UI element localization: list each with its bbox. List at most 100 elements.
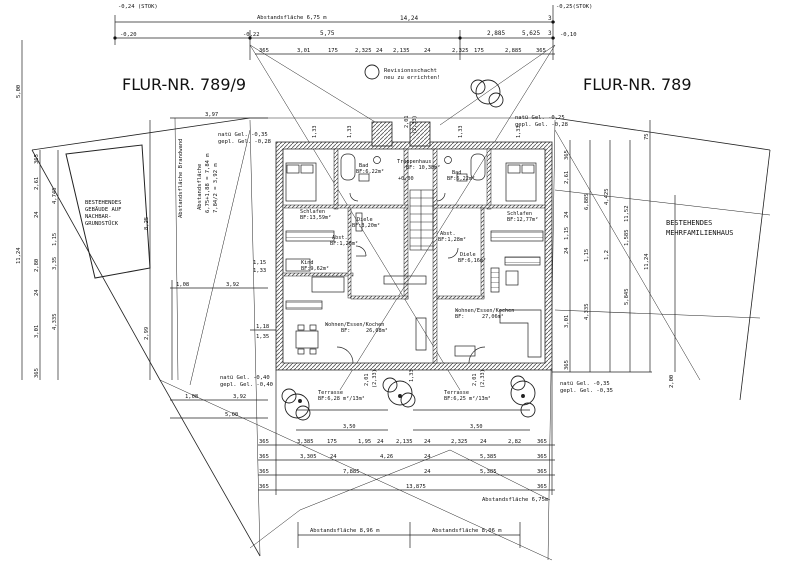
brow3-2: 365 (537, 484, 547, 490)
left-b-2: 3,35 (52, 257, 58, 270)
room-abst-right: Abst. (440, 231, 456, 237)
dim-top-row-2: 2,885 (487, 30, 505, 37)
nat-left-top-1: natü Gel. -0,35 (218, 132, 268, 138)
dim-bottom-500: 5,00 (225, 412, 238, 418)
right-c-4: 1,2 (604, 250, 610, 260)
right-top-75: 75 (644, 133, 650, 140)
room-wohnen-left: Wohnen/Essen/Kochen (325, 322, 384, 328)
right-c-1: 11,24 (644, 253, 650, 270)
room-wohnen-left-bf: BF: (341, 328, 350, 334)
neighbor-building-right: BESTEHENDES MEHRFAMILIENHAUS (666, 219, 733, 237)
dim-left-135: 1,33 (253, 268, 266, 274)
brow1-4: 24 (424, 454, 431, 460)
brow0-7: 2,325 (451, 439, 468, 445)
right-c-2: 2,00 (669, 375, 675, 388)
abstand-bottom-b: Abstandsfläche 8,06 m (432, 528, 502, 534)
room-bad-left: Bad (359, 163, 368, 169)
terrace-dims: 2,01 (2,33) 1,33 2,01 (2,33) 3,50 3,50 (343, 369, 486, 430)
room-terrasse-right: Terrasse (444, 390, 469, 396)
room-wohnen-right-area: 27,06m² (482, 314, 504, 320)
dim-left-108: 1,08 (176, 282, 189, 288)
left-a-4: 24 (34, 289, 40, 296)
room-diele-top-area: BF:3,20m² (352, 223, 380, 229)
calc-line3: 7,84/2 = 3,92 m (213, 163, 219, 213)
brow2-4: 365 (537, 469, 547, 475)
dim-top-row-3: 5,625 (522, 30, 540, 37)
brow0-9: 2,82 (508, 439, 521, 445)
right-a-3: 1,15 (564, 227, 570, 240)
room-bad-left-area: BF:6,22m² (356, 169, 384, 175)
room-schlafen-right: Schlafen (507, 211, 532, 217)
level-top-left: -0,24 (STOK) (118, 4, 158, 10)
top-detail-chain: 365 3,01 175 2,325 24 2,135 24 2,325 175… (259, 48, 546, 54)
level-left-corner: -0,20 (120, 32, 137, 38)
room-diele-right-area: BF:6,16m² (458, 258, 486, 264)
calc-line1: Abstandsfläche (197, 164, 203, 210)
terr-vert-3: 2,01 (472, 374, 478, 387)
abstand-brandwand: Abstandsfläche Brandwand (178, 139, 184, 218)
dim-bottom-108: 1,08 (185, 394, 198, 400)
nat-right-bottom-2: gepl. Gel. -0,35 (560, 388, 613, 394)
left-a-5: 3,01 (34, 325, 40, 338)
left-a-3: 2,80 (34, 259, 40, 272)
property-lines (31, 44, 771, 561)
room-abst-left: Abst. (332, 235, 348, 241)
right-b-3: 4,425 (604, 188, 610, 205)
top-detail-0: 365 (259, 48, 269, 54)
brow0-5: 2,135 (396, 439, 413, 445)
room-abst-right-area: BF:1,28m² (438, 237, 466, 243)
bottom-setback-lines (297, 522, 521, 548)
room-schlafen-left-area: BF:13,59m² (300, 215, 331, 221)
nat-right-top-1: natü Gel. -0,25 (515, 115, 565, 121)
right-b-2: 4,335 (584, 303, 590, 320)
bottom-dimension-lines (258, 370, 555, 495)
dim-left-115: 1,15 (253, 260, 266, 266)
dim-left-387: 3,97 (205, 112, 218, 118)
room-wohnen-right: Wohnen/Essen/Kochen (455, 308, 514, 314)
stair-dims-top: 1,33 2,01 (2,33) 1,33 1,33 1,33 (312, 115, 522, 138)
top-detail-4: 24 (376, 48, 383, 54)
brow2-0: 365 (259, 469, 269, 475)
nat-left-bottom-2: gepl. Gel. -0,40 (220, 382, 273, 388)
level-center: +0,00 (398, 176, 414, 182)
room-kind-area: BF:9,62m² (301, 266, 329, 272)
top-vert-5: 1,33 (516, 126, 522, 139)
room-wohnen-right-bf: BF: (455, 314, 464, 320)
dim-left-1335: 1,35 (256, 334, 269, 340)
room-abst-left-area: BF:1,28m² (330, 241, 358, 247)
brow0-10: 365 (537, 439, 547, 445)
room-diele-right: Diele (460, 252, 476, 258)
brow1-2: 24 (330, 454, 337, 460)
top-detail-10: 365 (536, 48, 546, 54)
brow3-1: 13,875 (406, 484, 426, 490)
top-vert-1: 2,01 (404, 116, 410, 129)
brow1-1: 3,305 (300, 454, 317, 460)
dim-top-three: 3 (548, 15, 552, 22)
top-detail-8: 175 (474, 48, 484, 54)
revision-line1: Revisionsschacht (384, 68, 437, 74)
top-detail-7: 2,325 (452, 48, 469, 54)
left-b-3: 4,335 (52, 313, 58, 330)
top-vert-2: (2,33) (412, 115, 418, 134)
dim-top-row-1: 5,75 (320, 30, 335, 37)
brow2-2: 24 (424, 469, 431, 475)
abstand-calc: Abstandsfläche 6,75+1,88 = 7,84 m 7,84/2… (178, 139, 219, 218)
room-bad-right: Bad (452, 170, 461, 176)
top-vert-3: 1,33 (458, 126, 464, 139)
right-c-3: 11,52 (624, 205, 630, 222)
room-terrasse-right-area: BF:6,25 m²/13m² (444, 396, 491, 402)
brow0-2: 175 (327, 439, 337, 445)
neighbor-left-line1: BESTEHENDES (85, 200, 121, 206)
top-vert-0: 1,33 (312, 126, 318, 139)
brow3-0: 365 (259, 484, 269, 490)
dim-top-three-b: 3 (548, 30, 552, 37)
dim-left-118: 1,18 (256, 324, 269, 330)
room-treppenhaus: Treppenhaus (397, 159, 431, 165)
building-walls (275, 121, 553, 371)
right-b-0: 6,885 (584, 193, 590, 210)
nat-left-bottom-1: natü Gel. -0,40 (220, 375, 270, 381)
left-a-0: 365 (34, 154, 40, 164)
bottom-dimension-text: 365 3,385 175 1,95 24 2,135 24 2,325 24 … (259, 439, 547, 490)
brow1-0: 365 (259, 454, 269, 460)
left-a-2: 24 (34, 211, 40, 218)
